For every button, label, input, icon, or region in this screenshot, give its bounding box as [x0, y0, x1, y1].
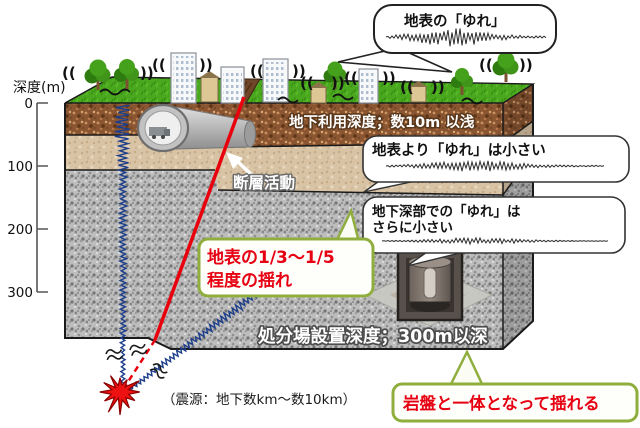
shaking-ratio-callout: 地表の1/3～1/5 程度の揺れ: [197, 207, 375, 298]
callout-box: [391, 382, 639, 423]
shaking-ratio-line2: 程度の揺れ: [207, 270, 292, 291]
house: [409, 81, 428, 103]
shake-mark-icon: ((: [400, 78, 414, 96]
break-marks: [105, 343, 168, 379]
shake-mark-icon: ((: [250, 62, 264, 80]
fault-line: [153, 96, 246, 341]
soil-depth-label: 地下利用深度；数10m 以浅: [289, 113, 475, 131]
depth-axis: 深度(m) 0 100 200 300: [7, 80, 65, 301]
repository-icon: [363, 248, 494, 327]
hypocenter: （震源：地下数km～数10km）: [99, 343, 356, 415]
bubble-box: [373, 4, 557, 54]
underground-shaking-bubble: 地表より「ゆれ」は小さい: [362, 135, 630, 193]
repository-depth-label: 処分場設置深度；300m以深: [257, 326, 488, 347]
depth-axis-ticks: [37, 102, 48, 293]
tick-300: 300: [7, 285, 33, 301]
fault-arrow-shaft: [235, 159, 255, 178]
truck-icon: [149, 127, 170, 139]
house: [199, 71, 220, 103]
block-outline: [64, 84, 534, 350]
wavy-line-icon: [461, 97, 483, 105]
seismic-wave-vertical: [114, 104, 131, 387]
tick-200: 200: [7, 222, 33, 238]
fault-line-dashed: [122, 339, 157, 389]
surface-features: (( )) (( )) (( )) (( )) (( )) (( )) (( )…: [62, 51, 533, 105]
shake-mark-icon: ((: [62, 64, 76, 82]
fault-activity-label: 断層活動: [233, 173, 295, 192]
hypocenter-caption: （震源：地下数km～数10km）: [162, 392, 356, 408]
bubble-box: [362, 135, 630, 183]
wavy-line-icon: [332, 93, 354, 101]
deep-shaking-label-line2: さらに小さい: [372, 220, 453, 236]
building: [262, 58, 289, 103]
bubble-tail: [337, 47, 453, 73]
hypocenter-star-icon: [99, 375, 140, 415]
seismogram-trace-large: [385, 28, 547, 47]
building: [170, 52, 197, 104]
seismic-wave-diagonal: [129, 288, 262, 390]
callout-box: [197, 237, 375, 298]
deep-shaking-label-line1: 地下深部での「ゆれ」は: [372, 203, 521, 220]
fault-arrow-icon: [226, 152, 243, 169]
shake-mark-icon: )): [431, 78, 445, 96]
shake-marks: (( )) (( )) (( )) (( )) (( )) (( )) (( )…: [62, 56, 533, 96]
tick-0: 0: [24, 96, 33, 112]
shake-mark-icon: )): [292, 62, 306, 80]
shake-mark-icon: )): [519, 56, 533, 74]
bedrock-motion-label: 岩盤と一体となって揺れる: [402, 393, 600, 413]
fault: 断層活動: [122, 96, 297, 389]
ground-wave-marks: [99, 88, 483, 105]
waste-canister-icon: [423, 267, 437, 299]
wavy-line-icon: [277, 96, 299, 104]
shake-mark-icon: ((: [344, 69, 358, 87]
bedrock-motion-callout: 岩盤と一体となって揺れる: [391, 349, 639, 423]
tick-100: 100: [7, 159, 33, 175]
seismogram-trace-small: [381, 236, 609, 246]
building: [358, 68, 379, 104]
shake-mark-icon: ((: [152, 56, 166, 74]
tree: [114, 59, 139, 89]
tree: [84, 59, 111, 90]
tree: [323, 61, 347, 89]
building: [220, 66, 245, 104]
shake-mark-icon: )): [382, 69, 396, 87]
surface-shaking-bubble: 地表の「ゆれ」: [337, 4, 557, 73]
wavy-line-icon: [99, 88, 131, 96]
shaking-ratio-line1: 地表の1/3～1/5: [207, 247, 335, 268]
shake-mark-icon: ((: [300, 74, 314, 92]
callout-tail: [447, 349, 485, 388]
shake-mark-icon: ((: [479, 56, 493, 74]
surface-shaking-label: 地表の「ゆれ」: [404, 12, 506, 30]
shake-mark-icon: )): [140, 64, 154, 82]
deep-shaking-bubble: 地下深部での「ゆれ」は さらに小さい: [362, 196, 626, 267]
bubble-box: [362, 196, 626, 254]
seismic-waves: [114, 104, 262, 390]
shake-mark-icon: )): [331, 74, 345, 92]
depth-axis-label: 深度(m): [13, 80, 66, 96]
underground-shaking-label: 地表より「ゆれ」は小さい: [372, 141, 546, 159]
tunnel: [136, 103, 256, 153]
house: [309, 82, 328, 104]
tree: [492, 51, 519, 82]
seismogram-trace-medium: [385, 159, 605, 173]
tree: [451, 68, 473, 95]
shake-mark-icon: )): [199, 56, 213, 74]
